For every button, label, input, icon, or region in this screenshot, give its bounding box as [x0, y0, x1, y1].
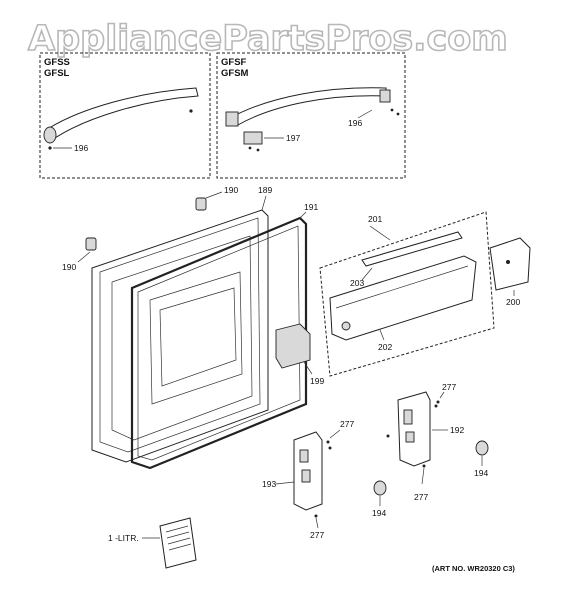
- screw-icon: [189, 109, 193, 113]
- leader-line: [329, 429, 341, 439]
- door-inner-liner: [111, 235, 253, 441]
- bin-end-cap: [341, 321, 351, 331]
- bracket-slot: [301, 469, 311, 483]
- callout-194a: 194: [474, 468, 488, 478]
- leader-line: [303, 361, 313, 375]
- booklet-text-line: [167, 537, 191, 545]
- booklet-text-line: [166, 531, 190, 539]
- screw-icon: [386, 434, 390, 438]
- hinge-pin-top: [195, 197, 207, 211]
- hinge-cap-left: [373, 480, 387, 496]
- leader-line: [315, 517, 319, 529]
- leader-line: [275, 481, 295, 485]
- model-label-gfss: GFSS: [44, 57, 70, 68]
- door-gasket-inner: [137, 225, 301, 461]
- leader-line: [361, 267, 373, 281]
- leader-line: [379, 329, 385, 341]
- literature-booklet: [159, 517, 197, 569]
- hinge-bracket-192: [397, 391, 431, 467]
- hinge-cap-right: [475, 440, 489, 456]
- booklet-text-line: [168, 543, 192, 551]
- dashed-box-bin: [319, 211, 495, 377]
- leader-line: [299, 211, 307, 219]
- door-bin: [329, 255, 477, 341]
- model-label-gfsf: GFSF: [221, 57, 247, 68]
- screw-icon: [248, 146, 252, 150]
- door-inner-recess: [149, 271, 243, 405]
- screw-icon: [396, 112, 400, 116]
- door-bin-rim: [335, 265, 469, 309]
- callout-189: 189: [258, 185, 272, 195]
- dashed-box-right: [216, 52, 406, 179]
- handle-mount-right: [379, 89, 391, 103]
- callout-196a: 196: [74, 143, 88, 153]
- callout-277d: 277: [310, 530, 324, 540]
- leader-line: [421, 467, 425, 485]
- callout-199: 199: [310, 376, 324, 386]
- leader-line: [205, 191, 223, 199]
- bin-trim-strip: [361, 231, 463, 267]
- door-assembly: 190 190 189 191 199: [62, 185, 324, 470]
- callout-191: 191: [304, 202, 318, 212]
- screw-icon: [314, 514, 318, 518]
- callout-200: 200: [506, 297, 520, 307]
- model-label-gfsl: GFSL: [44, 68, 70, 79]
- screw-icon: [326, 440, 330, 444]
- bracket-slot: [403, 409, 413, 425]
- booklet-text-line: [165, 525, 189, 533]
- mounting-bracket: [243, 131, 263, 145]
- screw-icon: [422, 464, 426, 468]
- dashed-box-left: [39, 52, 211, 179]
- screw-icon: [328, 446, 332, 450]
- callout-192: 192: [450, 425, 464, 435]
- leader-line: [261, 195, 267, 211]
- screw-icon: [436, 400, 440, 404]
- screw-icon: [434, 404, 438, 408]
- callout-203: 203: [350, 278, 364, 288]
- screw-icon: [390, 108, 394, 112]
- cover-logo-icon: [506, 260, 510, 264]
- door-handle-left: [45, 87, 199, 141]
- callout-196b: 196: [348, 118, 362, 128]
- bin-group: 201 203 202 200: [319, 211, 531, 377]
- door-side-bin: [275, 323, 311, 369]
- cap-group: 194 194: [372, 440, 489, 518]
- watermark-text: AppliancePartsPros.com: [28, 19, 508, 59]
- bracket-right: 277 192 277: [386, 382, 464, 502]
- leader-line: [77, 251, 91, 263]
- handle-mount-left: [225, 111, 239, 127]
- bin-side-cover: [489, 237, 531, 291]
- bracket-slot: [405, 431, 415, 443]
- handle-group-right: GFSF GFSM 197 196: [216, 52, 406, 179]
- callout-277a: 277: [442, 382, 456, 392]
- callout-litr: 1 -LITR.: [108, 533, 139, 543]
- callout-190a: 190: [224, 185, 238, 195]
- callout-202: 202: [378, 342, 392, 352]
- leader-line: [369, 225, 391, 241]
- screw-icon: [256, 148, 260, 152]
- model-label-gfsm: GFSM: [221, 68, 249, 79]
- callout-201: 201: [368, 214, 382, 224]
- hinge-pin-bottom: [85, 237, 97, 251]
- bracket-slot: [299, 449, 309, 463]
- leader-line: [439, 391, 445, 399]
- handle-group-left: GFSS GFSL 196: [39, 52, 211, 179]
- bracket-left: 277 193 277: [262, 419, 354, 540]
- handle-end-cap-left: [43, 126, 57, 144]
- callout-190b: 190: [62, 262, 76, 272]
- door-handle-right: [229, 87, 387, 127]
- callout-194b: 194: [372, 508, 386, 518]
- callout-277b: 277: [340, 419, 354, 429]
- door-outer-edge: [99, 217, 261, 453]
- door-inner-recess-detail: [159, 287, 237, 387]
- leader-line: [357, 109, 373, 119]
- callout-277c: 277: [414, 492, 428, 502]
- screw-icon: [48, 146, 52, 150]
- literature-group: 1 -LITR.: [108, 517, 197, 569]
- callout-193: 193: [262, 479, 276, 489]
- art-number: (ART NO. WR20320 C3): [432, 564, 515, 573]
- callout-197: 197: [286, 133, 300, 143]
